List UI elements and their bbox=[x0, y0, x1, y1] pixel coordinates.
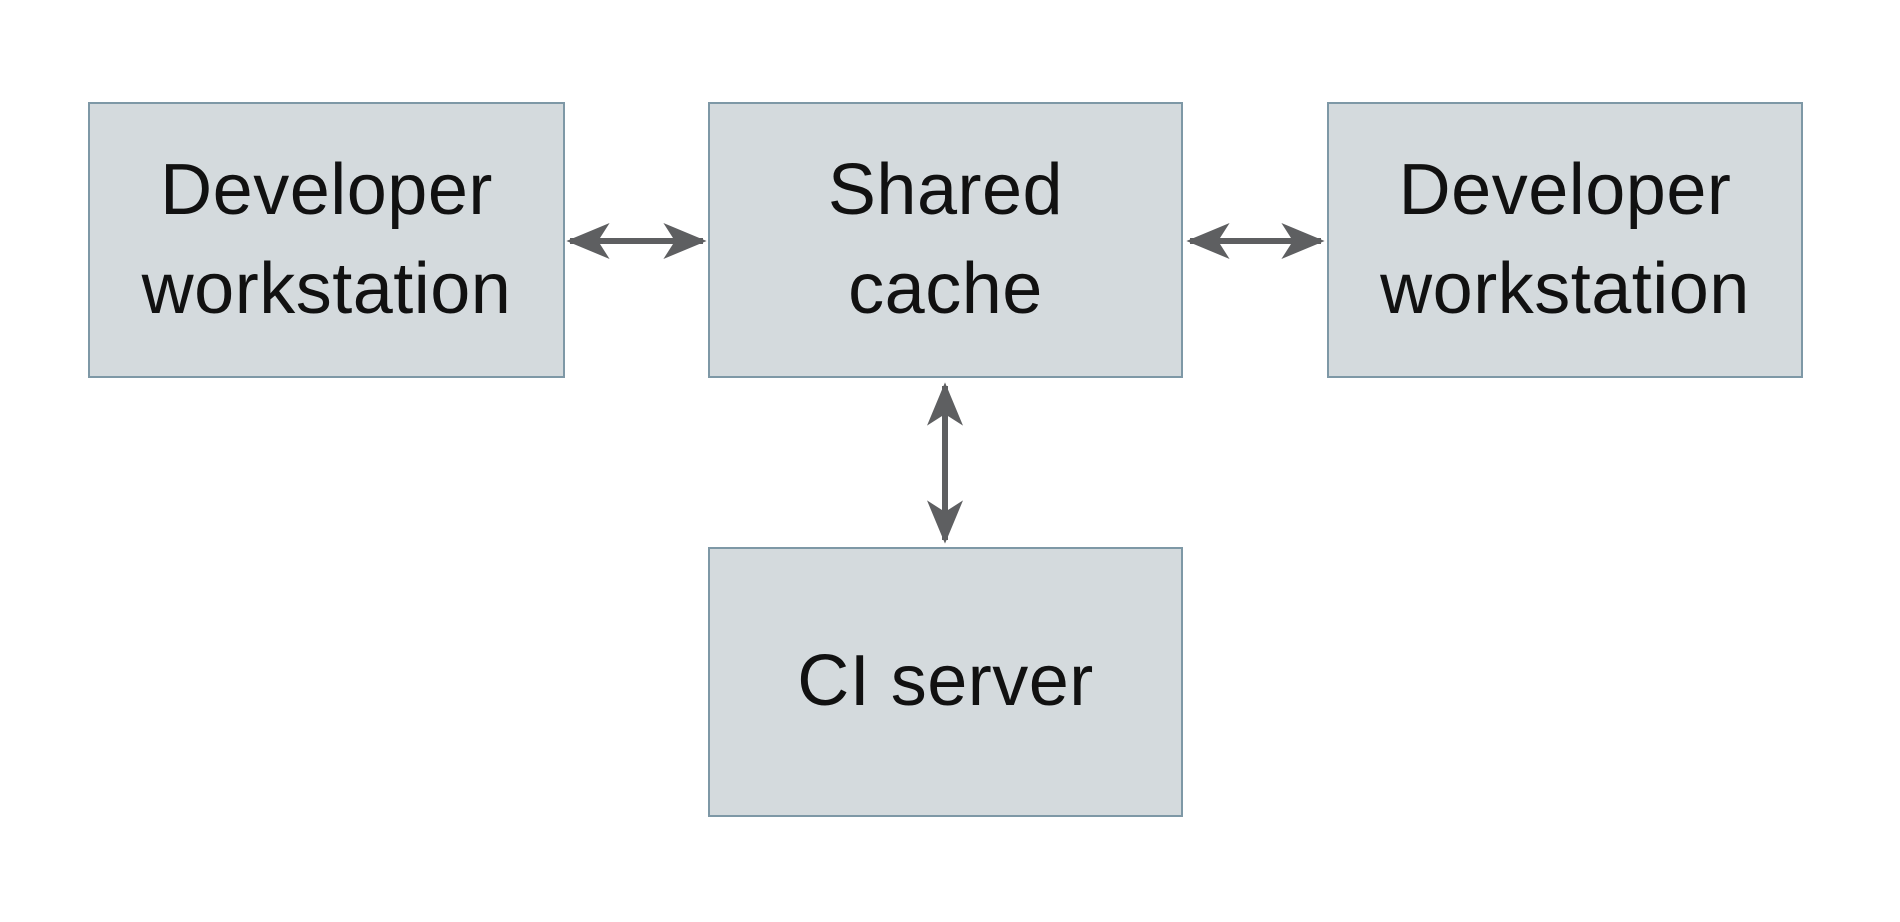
node-shared-cache-label: Shared cache bbox=[827, 149, 1064, 329]
node-ci-server-label: CI server bbox=[797, 641, 1094, 722]
node-ci-server: CI server bbox=[708, 547, 1183, 817]
node-shared-cache: Shared cache bbox=[708, 102, 1183, 378]
node-developer-workstation-left-label: Developer workstation bbox=[141, 149, 512, 329]
node-developer-workstation-right-label: Developer workstation bbox=[1380, 149, 1750, 329]
node-developer-workstation-right: Developer workstation bbox=[1327, 102, 1803, 378]
node-developer-workstation-left: Developer workstation bbox=[88, 102, 565, 378]
